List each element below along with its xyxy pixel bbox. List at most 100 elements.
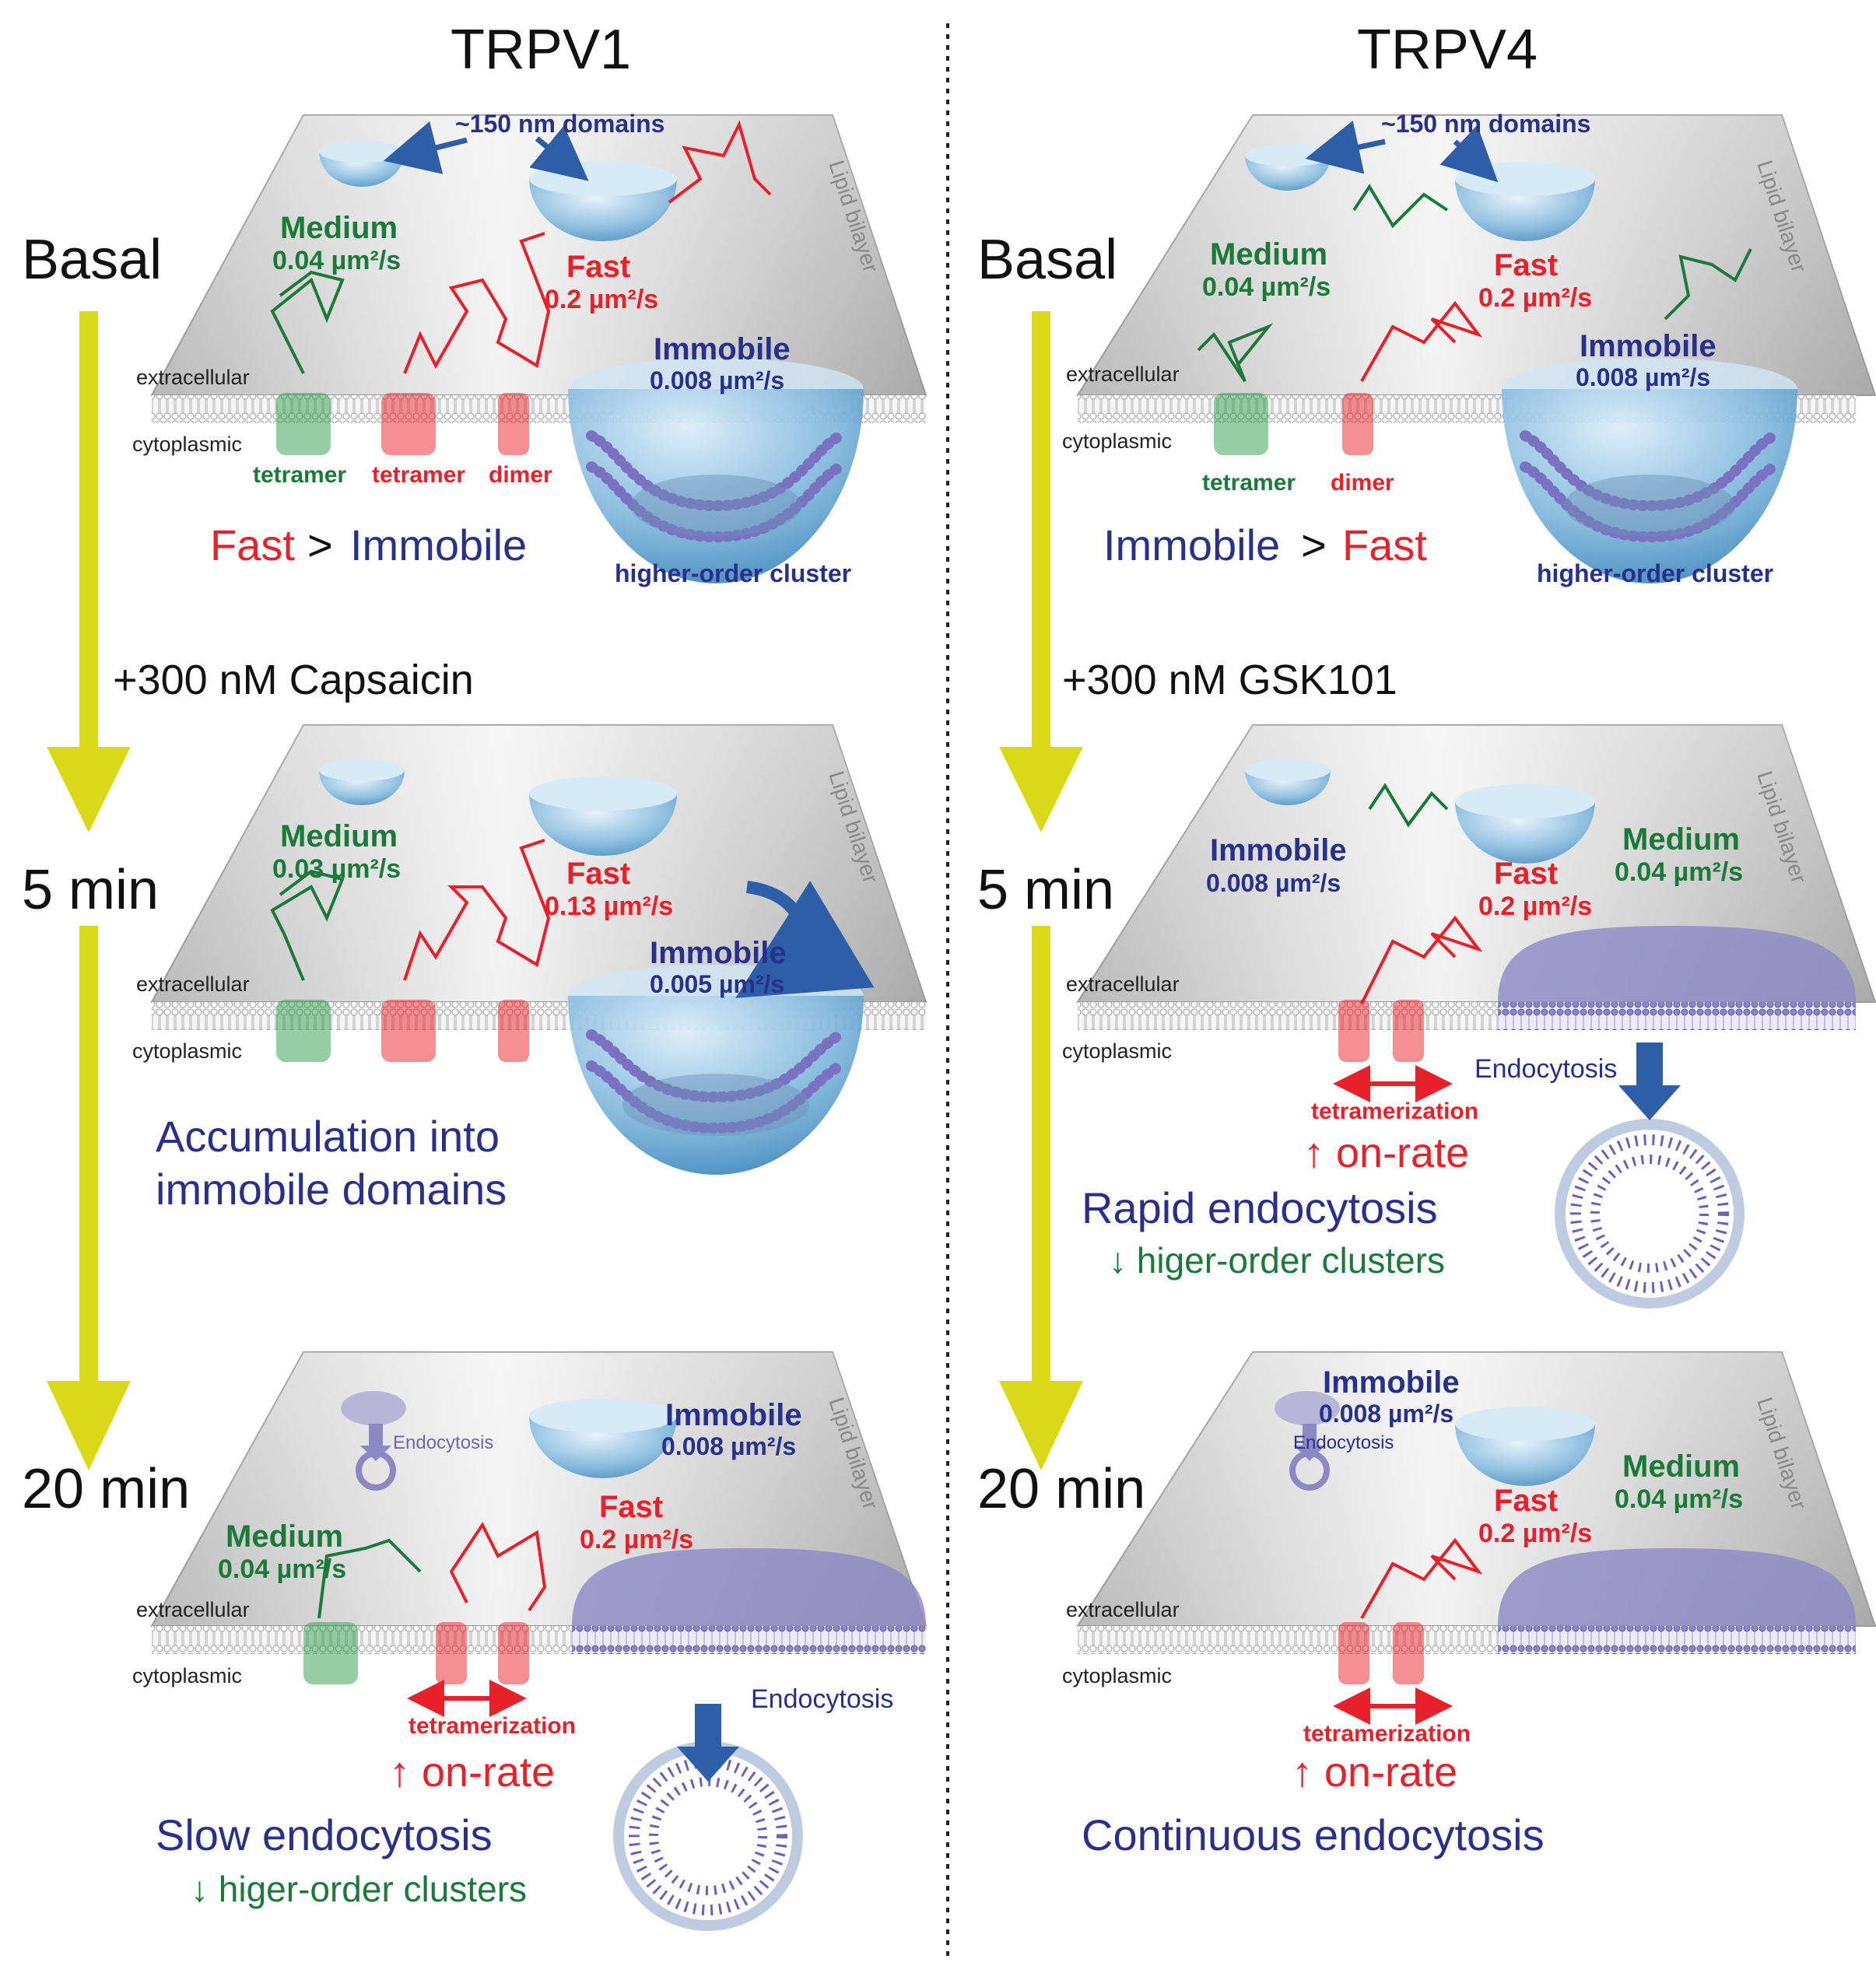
medium-rate-r-20: 0.04 µm²/s [1615, 1484, 1743, 1514]
medium-rate-r-basal: 0.04 µm²/s [1202, 272, 1331, 302]
membrane-panel-right-20min [1076, 1351, 1876, 1654]
small-domain-bowls [319, 141, 1595, 1486]
immobile-domain-left-basal [568, 358, 864, 583]
immobile-rate-l-20: 0.008 µm²/s [661, 1432, 796, 1460]
membrane-panel-left-20min [150, 1351, 927, 1654]
medium-rate-l-basal: 0.04 µm²/s [272, 246, 401, 275]
tetramer-label-l-red: tetramer [372, 462, 465, 488]
summary-l-5-line2: immobile domains [156, 1165, 507, 1214]
treatment-gsk101: +300 nM GSK101 [1062, 657, 1397, 703]
time-label-5min-left: 5 min [22, 859, 159, 921]
immobile-label-l-5: Immobile [650, 936, 787, 970]
immobile-domain-right-basal [1502, 358, 1797, 583]
immobile-rate-l-5: 0.005 µm²/s [650, 970, 784, 998]
fast-label-l-5: Fast [566, 857, 630, 891]
time-label-basal-right: Basal [977, 229, 1117, 291]
domain-arrows [383, 121, 1499, 183]
vesicles [356, 1119, 1745, 1931]
summary-l-5-line1: Accumulation into [156, 1112, 500, 1161]
tetramer-label-r: tetramer [1202, 470, 1296, 496]
sub-r-5: ↓ higer-order clusters [1109, 1240, 1445, 1281]
medium-label-l-basal: Medium [280, 211, 398, 245]
medium-label-r-5: Medium [1622, 822, 1740, 857]
tetramerization-arrows [407, 1065, 1453, 1725]
accumulation-arrow [735, 880, 875, 998]
extracellular-l3: extracellular [136, 1598, 250, 1621]
channel-proteins [276, 393, 1424, 1684]
cytoplasmic-l1: cytoplasmic [132, 433, 242, 456]
summary-l-basal-fast: Fast [210, 520, 295, 569]
tetramerization-label-l: tetramerization [409, 1713, 576, 1739]
domains-label-left: ~150 nm domains [455, 110, 664, 138]
summary-l-20: Slow endocytosis [156, 1810, 493, 1859]
title-trpv4: TRPV4 [1357, 19, 1538, 81]
on-rate-r-5: ↑ on-rate [1303, 1130, 1469, 1176]
medium-rate-l-20: 0.04 µm²/s [218, 1554, 346, 1584]
time-arrow-right [999, 311, 1083, 1470]
immobile-rate-r-basal: 0.008 µm²/s [1576, 363, 1710, 391]
medium-rate-l-5: 0.03 µm²/s [272, 854, 401, 884]
tetramerization-label-r-20: tetramerization [1303, 1721, 1471, 1747]
fast-label-l-20: Fast [599, 1490, 663, 1524]
on-rate-r-20: ↑ on-rate [1292, 1749, 1457, 1796]
medium-label-r-20: Medium [1622, 1449, 1740, 1484]
cytoplasmic-r1: cytoplasmic [1062, 429, 1172, 453]
time-label-20min-left: 20 min [22, 1458, 190, 1520]
endocytosis-label-left-20: Endocytosis [751, 1684, 893, 1714]
endocytosis-label-right-20-small: Endocytosis [1293, 1432, 1394, 1453]
summary-r-basal-immobile: Immobile [1103, 520, 1280, 569]
immobile-label-r-basal: Immobile [1580, 329, 1716, 363]
immobile-label-l-basal: Immobile [654, 332, 791, 366]
fast-label-r-5: Fast [1494, 857, 1558, 891]
trajectories [270, 120, 1752, 1619]
membrane-panel-right-5min [1076, 724, 1876, 1030]
summary-r-20: Continuous endocytosis [1082, 1810, 1545, 1859]
immobile-label-r-5: Immobile [1210, 833, 1347, 867]
fast-rate-r-basal: 0.2 µm²/s [1478, 283, 1592, 313]
dimer-label-r: dimer [1331, 470, 1394, 496]
summary-l-basal-immobile: Immobile [350, 520, 527, 569]
cytoplasmic-r3: cytoplasmic [1062, 1664, 1172, 1687]
cytoplasmic-l2: cytoplasmic [132, 1039, 242, 1063]
fast-rate-r-20: 0.2 µm²/s [1478, 1519, 1592, 1548]
medium-label-l-5: Medium [280, 819, 398, 853]
sub-l-20: ↓ higer-order clusters [191, 1869, 527, 1909]
endocytosis-arrows [360, 1043, 1681, 1782]
fast-rate-r-5: 0.2 µm²/s [1478, 892, 1592, 921]
title-trpv1: TRPV1 [451, 19, 631, 81]
extracellular-r2: extracellular [1066, 972, 1180, 996]
time-arrow-left [47, 311, 131, 1470]
extracellular-l1: extracellular [136, 366, 250, 389]
treatment-capsaicin: +300 nM Capsaicin [113, 657, 474, 703]
on-rate-l: ↑ on-rate [389, 1749, 555, 1796]
tetramerization-label-r-5: tetramerization [1311, 1099, 1478, 1124]
fast-label-r-20: Fast [1494, 1484, 1558, 1518]
endocytosis-label-right-5: Endocytosis [1475, 1054, 1617, 1084]
immobile-rate-l-basal: 0.008 µm²/s [650, 366, 784, 394]
immobile-label-r-20: Immobile [1323, 1365, 1460, 1400]
extracellular-l2: extracellular [136, 972, 250, 996]
fast-label-l-basal: Fast [566, 250, 630, 284]
cytoplasmic-r2: cytoplasmic [1062, 1039, 1172, 1063]
cytoplasmic-l3: cytoplasmic [132, 1664, 242, 1687]
tetramer-label-l-green: tetramer [253, 462, 346, 488]
higher-order-cluster-r: higher-order cluster [1537, 559, 1773, 587]
fast-label-r-basal: Fast [1494, 248, 1558, 282]
time-label-basal-left: Basal [22, 229, 162, 291]
summary-r-basal-gt: > [1301, 520, 1327, 569]
medium-label-r-basal: Medium [1210, 237, 1327, 272]
extracellular-r1: extracellular [1066, 363, 1180, 386]
endocytosis-label-left-20-small: Endocytosis [393, 1432, 493, 1453]
time-label-20min-right: 20 min [977, 1458, 1145, 1520]
immobile-rate-r-5: 0.008 µm²/s [1206, 869, 1341, 897]
extracellular-r3: extracellular [1066, 1598, 1180, 1621]
summary-l-basal-gt: > [307, 520, 333, 569]
medium-rate-r-5: 0.04 µm²/s [1615, 857, 1743, 887]
time-label-5min-right: 5 min [977, 859, 1114, 921]
fast-rate-l-5: 0.13 µm²/s [545, 892, 673, 921]
summary-r-basal-fast: Fast [1342, 520, 1427, 569]
fast-rate-l-basal: 0.2 µm²/s [545, 285, 658, 314]
higher-order-cluster-l: higher-order cluster [615, 559, 851, 587]
domains-label-right: ~150 nm domains [1381, 110, 1590, 138]
